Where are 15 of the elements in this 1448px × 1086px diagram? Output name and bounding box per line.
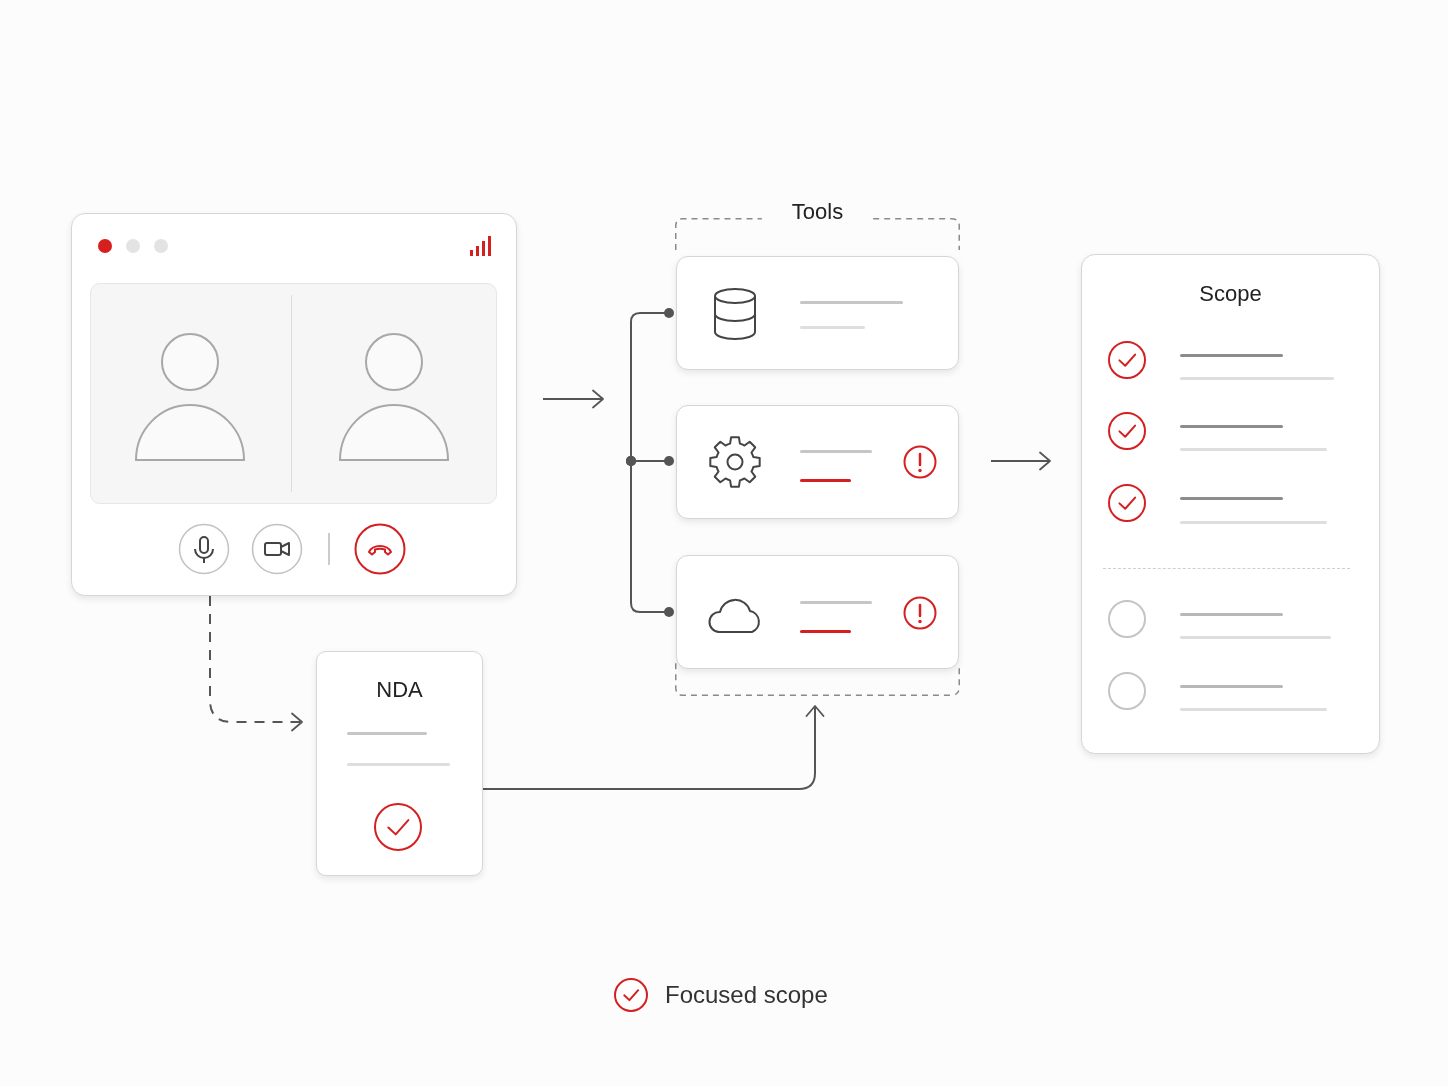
tool-card: [676, 256, 959, 370]
tool-card: [676, 405, 959, 519]
tool-card: [676, 555, 959, 669]
video-call-window: [71, 213, 517, 596]
document-card: [316, 651, 483, 876]
arrow: [542, 389, 604, 409]
checklist-card: [1081, 254, 1380, 754]
arrow: [990, 451, 1051, 471]
dot-connector: [626, 456, 674, 617]
legend-label: Focused scope: [665, 980, 828, 1010]
group-title: Tools: [791, 199, 844, 225]
arrow: [482, 705, 825, 790]
card-title: NDA: [376, 677, 423, 703]
dashed-arrow: [209, 595, 303, 732]
card-title: Scope: [1199, 281, 1262, 307]
